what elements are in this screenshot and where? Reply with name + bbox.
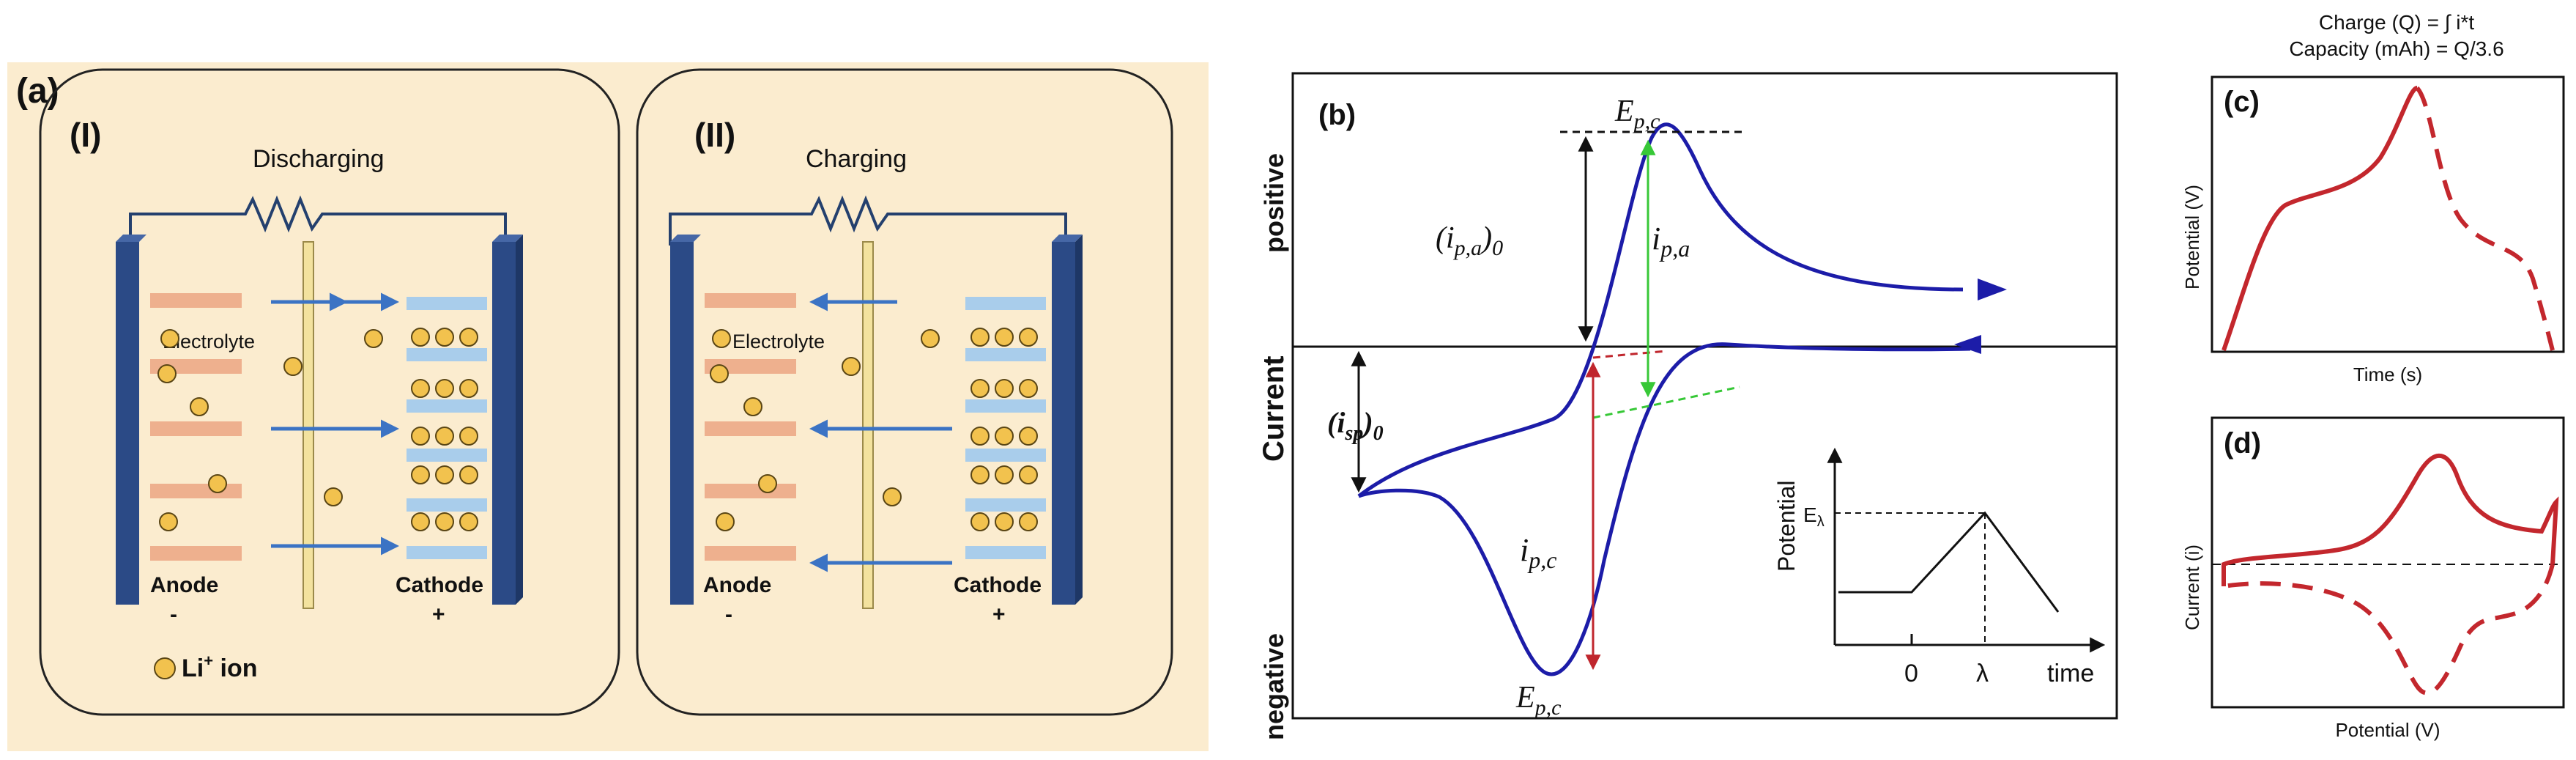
charge-curve: [2221, 86, 2419, 351]
lithium-ions: [157, 328, 478, 531]
cell-charging: (II) Charging: [636, 68, 1173, 716]
panel-d-y-label: Current (i): [2181, 545, 2203, 630]
separator: [302, 241, 314, 609]
external-circuit-wire: [669, 195, 1067, 246]
anode-sign: -: [725, 602, 732, 627]
inset-zero-label: 0: [1904, 660, 1918, 687]
cell-II-frame: [636, 68, 1173, 716]
panel-c-y-label: Potential (V): [2181, 185, 2203, 289]
external-circuit-wire: [129, 195, 507, 246]
cell-II-label: (II): [694, 116, 735, 154]
panel-c-frame: [2211, 75, 2565, 353]
panel-d-label: (d): [2224, 427, 2261, 460]
panel-c-label: (c): [2224, 86, 2260, 118]
charging-label: Charging: [806, 145, 907, 173]
ipc-label: ip,c: [1520, 532, 1556, 573]
peak-top-label: Ep,c: [1614, 95, 1660, 133]
panel-d-frame: [2211, 416, 2565, 709]
discharging-label: Discharging: [253, 145, 385, 173]
panel-c: Charge (Q) = ∫ i*t Capacity (mAh) = Q/3.…: [2181, 11, 2565, 385]
cathode-sign: +: [992, 602, 1006, 627]
panel-a: (a) (I) Discharging: [7, 62, 1209, 751]
inset-y-label: Potential: [1773, 480, 1800, 572]
legend-text: Li+ ion: [182, 652, 258, 682]
positive-label: positive: [1259, 153, 1289, 253]
cv-start-arrowhead: [1954, 335, 1981, 354]
cathode-oxide-layers: [407, 297, 487, 559]
anode-electrode: [116, 242, 139, 605]
negative-label: negative: [1259, 633, 1289, 740]
ipa0-label: (ip,a)0: [1436, 221, 1503, 260]
anode-label: Anode: [150, 573, 218, 597]
cathode-electrode: [1052, 242, 1075, 605]
cv-oxidation-curve: [2221, 453, 2559, 586]
potential-waveform-inset: Potential Eλ 0 λ time: [1773, 447, 2106, 687]
legend-ion-icon: [154, 657, 176, 679]
cv-end-arrowhead: [1978, 278, 2007, 300]
inset-e-label: Eλ: [1803, 503, 1825, 530]
inset-waveform: [1838, 511, 2060, 613]
cathode-electrode: [492, 242, 516, 605]
ipa-label: ip,a: [1652, 221, 1690, 262]
panel-a-label: (a): [16, 72, 59, 111]
current-axis-label: Current: [1258, 356, 1290, 462]
anode-electrode: [670, 242, 694, 605]
capacity-formula: Capacity (mAh) = Q/3.6: [2289, 37, 2503, 60]
anode-sign: -: [170, 602, 177, 627]
cv-reduction-curve: [2223, 564, 2555, 696]
green-baseline: [1592, 385, 1740, 419]
panel-b-label: (b): [1318, 99, 1356, 131]
cell-discharging: (I) Discharging: [39, 68, 620, 716]
ion-flow-arrows: [271, 292, 399, 556]
charge-formula: Charge (Q) = ∫ i*t: [2319, 11, 2475, 34]
peak-bottom-label: Ep,c: [1515, 681, 1561, 720]
panel-d: (d) Current (i) Potential (V): [2181, 416, 2565, 741]
panel-d-x-label: Potential (V): [2335, 719, 2440, 741]
cell-I-label: (I): [70, 116, 101, 154]
anode-label: Anode: [703, 573, 771, 597]
lithium-ions: [710, 328, 1038, 531]
inset-time-label: time: [2047, 660, 2094, 687]
discharge-curve: [2415, 86, 2555, 351]
cathode-label: Cathode: [396, 573, 483, 597]
cell-I-frame: [39, 68, 620, 716]
separator: [862, 241, 874, 609]
anode-graphite-layers: [150, 293, 242, 561]
isp0-label: (isp)0: [1327, 406, 1384, 445]
ion-legend: Li+ ion: [154, 652, 258, 682]
cathode-oxide-layers: [965, 297, 1046, 559]
cathode-sign: +: [432, 602, 445, 627]
panel-b-frame: [1291, 72, 2118, 720]
panel-b: (b) positive Current negative Ep,c Ep,c …: [1258, 72, 2118, 740]
inset-lambda-label: λ: [1976, 660, 1989, 687]
electrolyte-label: Electrolyte: [732, 331, 825, 353]
cathode-label: Cathode: [954, 573, 1042, 597]
panel-c-x-label: Time (s): [2353, 364, 2422, 385]
ion-flow-arrows: [809, 292, 952, 572]
